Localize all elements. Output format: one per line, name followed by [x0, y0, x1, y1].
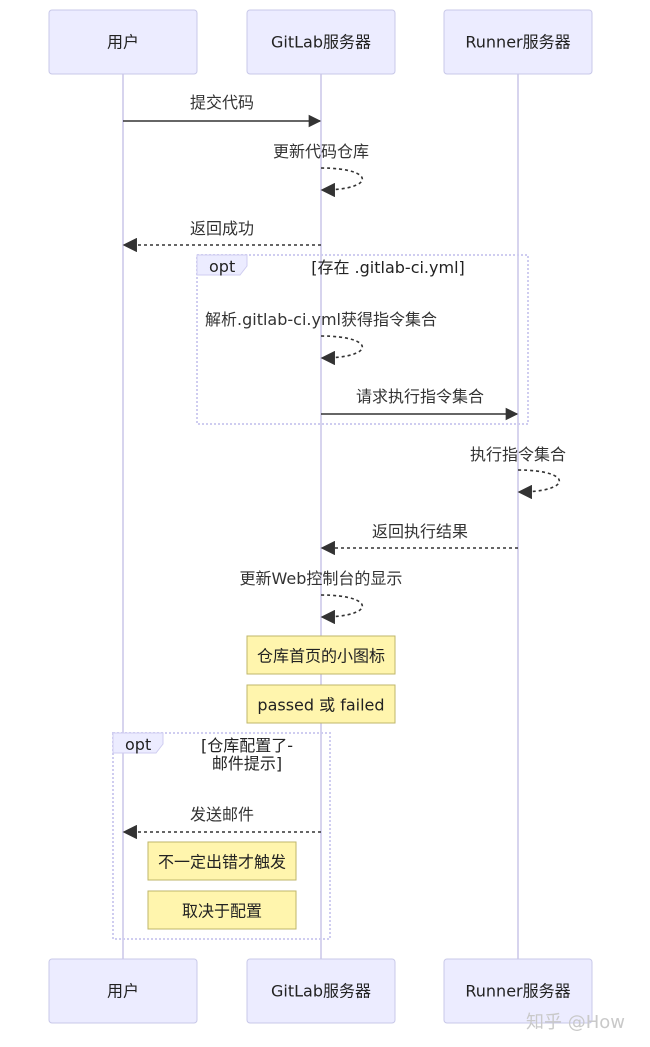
message-label-return-result: 返回执行结果: [372, 522, 468, 541]
actor-top-runner-label: Runner服务器: [465, 33, 570, 52]
message-arrow-exec-commands: [517, 469, 561, 500]
actor-top-gitlab-label: GitLab服务器: [271, 33, 371, 52]
actor-top-gitlab: GitLab服务器: [246, 9, 396, 75]
message-label-update-web: 更新Web控制台的显示: [240, 569, 403, 588]
actor-bottom-user: 用户: [48, 958, 198, 1024]
message-label-send-email: 发送邮件: [190, 805, 254, 824]
actor-top-user-label: 用户: [107, 33, 139, 52]
opt-condition-2-line2: 邮件提示]: [212, 754, 282, 773]
note-not-only-error-text: 不一定出错才触发: [158, 853, 286, 872]
message-arrow-update-web: [320, 594, 364, 625]
actor-top-runner: Runner服务器: [443, 9, 593, 75]
opt-label-2: opt: [125, 735, 151, 754]
message-arrow-update-repo: [320, 167, 364, 198]
message-label-exec-commands: 执行指令集合: [470, 445, 566, 464]
opt-block-gitlab-ci: opt [存在 .gitlab-ci.yml]: [196, 254, 529, 425]
note-repo-icon: 仓库首页的小图标: [246, 635, 396, 675]
note-passed-failed-text: passed 或 failed: [257, 696, 384, 715]
opt-block-email: opt [仓库配置了- 邮件提示]: [112, 732, 331, 940]
message-label-update-repo: 更新代码仓库: [273, 142, 369, 161]
message-label-return-success: 返回成功: [190, 219, 254, 238]
actor-bottom-gitlab: GitLab服务器: [246, 958, 396, 1024]
opt-label-1: opt: [209, 257, 235, 276]
opt-condition-2-line1: [仓库配置了-: [201, 736, 293, 755]
message-label-submit-code: 提交代码: [190, 93, 254, 112]
opt-condition-1: [存在 .gitlab-ci.yml]: [311, 258, 465, 277]
watermark-text: 知乎 @How: [526, 1012, 625, 1033]
note-not-only-error: 不一定出错才触发: [147, 841, 297, 881]
note-depends-config-text: 取决于配置: [182, 902, 262, 921]
note-depends-config: 取决于配置: [147, 890, 297, 930]
actor-bottom-runner: Runner服务器: [443, 958, 593, 1024]
actor-bottom-user-label: 用户: [107, 982, 139, 1001]
actor-top-user: 用户: [48, 9, 198, 75]
actor-bottom-runner-label: Runner服务器: [465, 982, 570, 1001]
note-repo-icon-text: 仓库首页的小图标: [257, 647, 385, 666]
note-passed-failed: passed 或 failed: [246, 684, 396, 724]
message-arrow-parse-ci: [320, 335, 364, 366]
actor-bottom-gitlab-label: GitLab服务器: [271, 982, 371, 1001]
message-label-parse-ci: 解析.gitlab-ci.yml获得指令集合: [205, 310, 437, 329]
message-label-request-exec: 请求执行指令集合: [356, 387, 484, 406]
